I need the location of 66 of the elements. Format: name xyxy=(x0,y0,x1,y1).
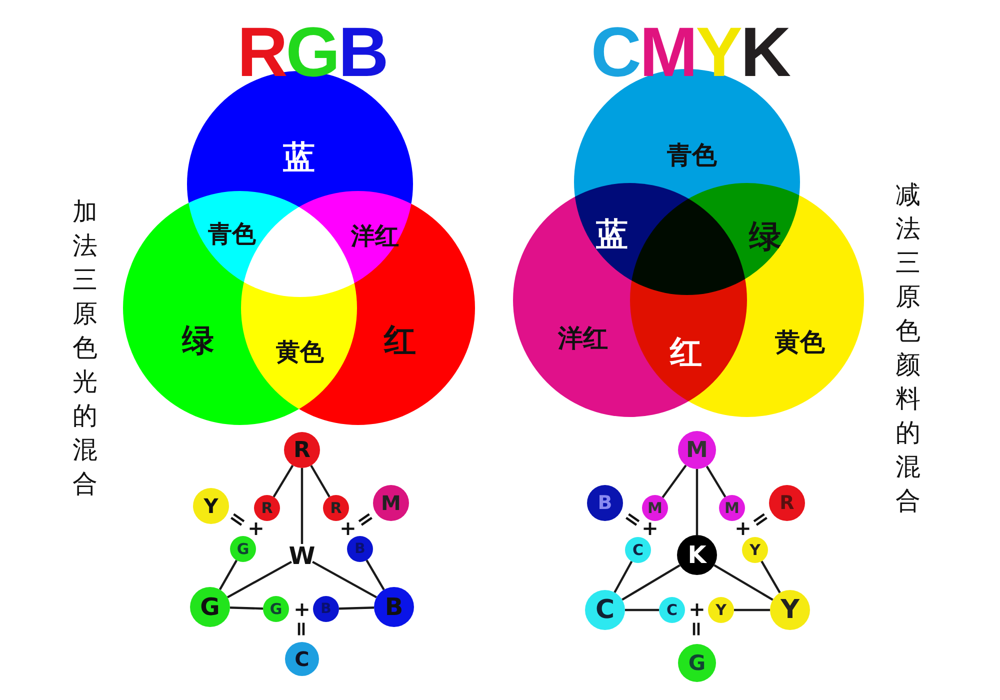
overlap-label: 绿 xyxy=(749,220,781,252)
circle-label: 青色 xyxy=(667,142,717,168)
circle-label: 洋红 xyxy=(558,326,608,350)
connector-line xyxy=(614,560,633,594)
operator-sign: + xyxy=(642,518,658,538)
operator-sign: + xyxy=(688,599,706,619)
connector-line xyxy=(622,564,680,601)
vertical-caption: 减法三原色颜料的混合 xyxy=(895,179,921,517)
letter-circle: G xyxy=(190,587,230,627)
circle-label: 红 xyxy=(384,324,416,356)
vertical-caption: 加法三原色光的混合 xyxy=(72,196,98,500)
connector-line xyxy=(226,560,292,598)
letter-circle: R xyxy=(284,432,320,468)
connector-line xyxy=(662,464,687,498)
operator-sign: = xyxy=(687,620,707,638)
connector-line xyxy=(230,606,264,610)
letter-circle: B xyxy=(313,596,339,622)
letter-circle: Y xyxy=(770,590,810,630)
overlap-label: 黄色 xyxy=(276,340,324,364)
letter-circle: C xyxy=(659,597,685,623)
connector-line xyxy=(312,560,378,598)
connector-line xyxy=(366,560,385,590)
letter-circle: B xyxy=(374,587,414,627)
operator-sign: + xyxy=(734,518,752,538)
letter-circle: G xyxy=(678,644,716,682)
letter-circle: M xyxy=(719,495,745,521)
letter-circle: M xyxy=(642,495,668,521)
connector-line xyxy=(272,464,294,498)
letter-circle: M xyxy=(678,431,716,469)
letter-circle: C xyxy=(585,590,625,630)
connector-line xyxy=(338,606,374,610)
overlap-label: 蓝 xyxy=(596,218,628,250)
connector-line xyxy=(706,466,726,498)
overlap-label: 青色 xyxy=(208,222,256,246)
letter-circle: B xyxy=(587,485,623,521)
connector-line xyxy=(310,464,330,498)
letter-circle: K xyxy=(677,535,717,575)
letter-circle: Y xyxy=(193,488,229,524)
letter-circle: G xyxy=(263,596,289,622)
operator-sign: + xyxy=(340,518,356,538)
letter-circle: B xyxy=(347,536,373,562)
connector-line xyxy=(696,469,698,535)
operator-sign: + xyxy=(294,599,310,619)
circle-label: 蓝 xyxy=(283,141,315,173)
circle-label: 绿 xyxy=(182,324,214,356)
letter-circle: R xyxy=(254,495,280,521)
operator-sign: = xyxy=(292,620,312,638)
letter-circle: Y xyxy=(742,537,768,563)
connector-line xyxy=(734,608,770,612)
connector-line xyxy=(218,560,238,590)
letter-circle: Y xyxy=(708,597,734,623)
letter-circle: G xyxy=(230,536,256,562)
overlap-label: 红 xyxy=(670,336,702,368)
title-text: CMYK xyxy=(590,17,790,87)
connector-line xyxy=(714,564,774,601)
connector-line xyxy=(300,468,304,544)
letter-circle: R xyxy=(323,495,349,521)
letter-circle: M xyxy=(373,485,409,521)
circle-label: 黄色 xyxy=(775,330,825,354)
letter-circle: C xyxy=(285,642,319,676)
overlap-label: 洋红 xyxy=(351,224,399,248)
letter-circle: C xyxy=(625,537,651,563)
connector-line xyxy=(760,560,781,594)
title-text: RGB xyxy=(237,17,387,87)
letter-circle: R xyxy=(769,485,805,521)
connector-line xyxy=(625,608,659,612)
